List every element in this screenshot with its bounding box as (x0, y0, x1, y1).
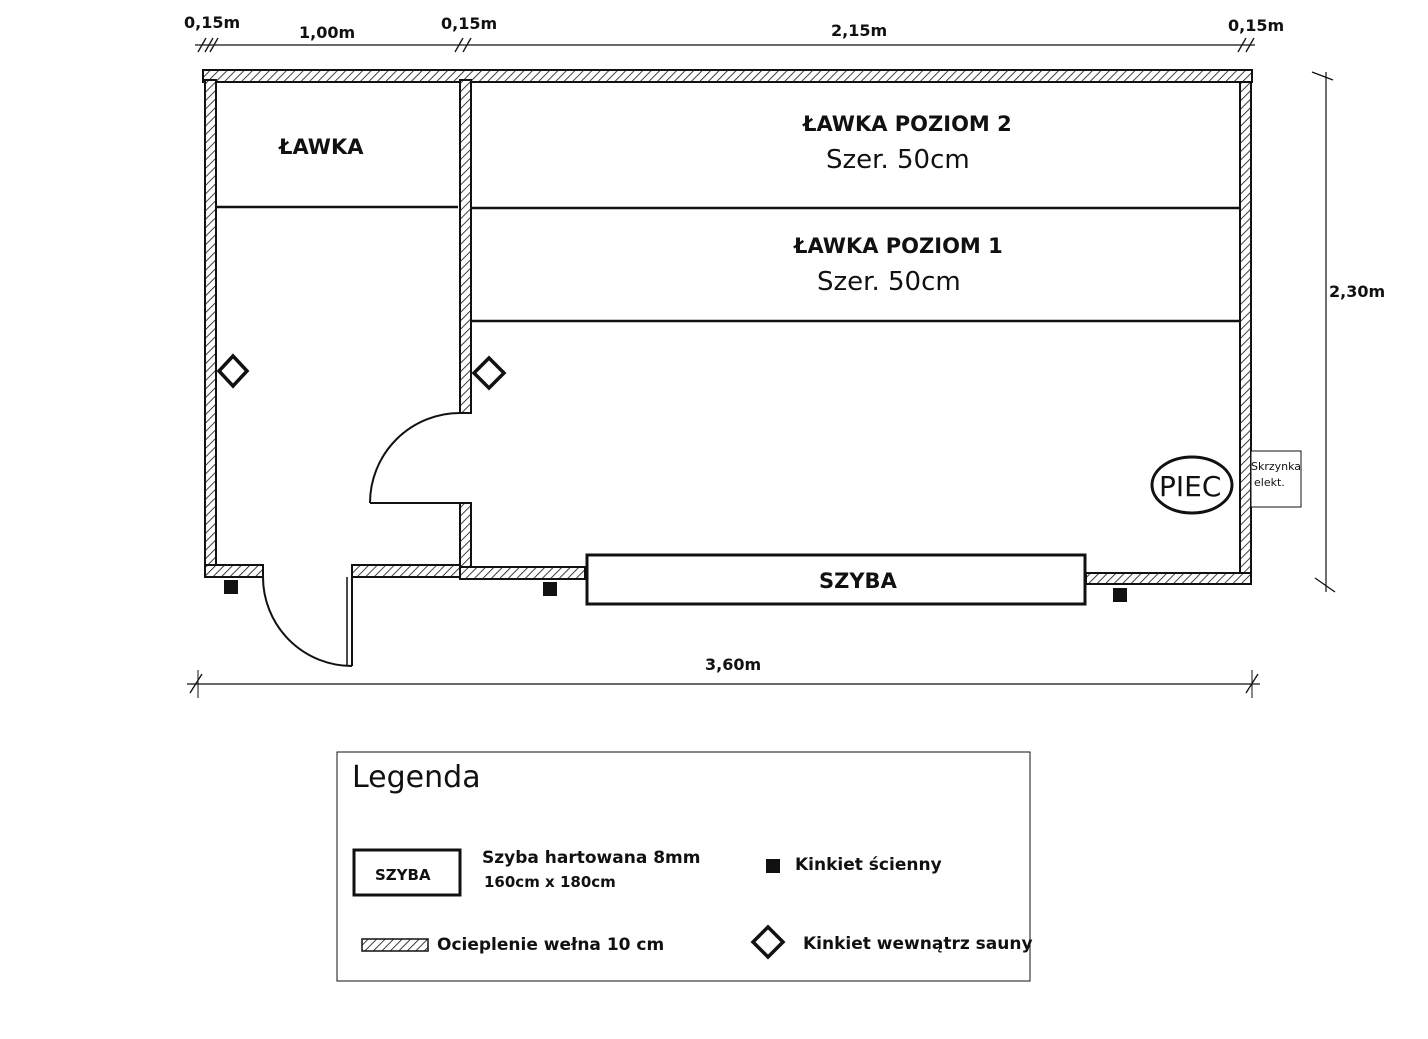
legend-insulation-label: Ocieplenie wełna 10 cm (437, 935, 664, 955)
legend-insulation-icon (361, 938, 429, 952)
electric-box: Skrzynka elekt. (1250, 450, 1302, 508)
electric-box-line2: elekt. (1254, 476, 1285, 489)
legend-title: Legenda (352, 760, 481, 795)
bench-level-2-label: ŁAWKA POZIOM 2 (802, 112, 1012, 136)
small-bench-label: ŁAWKA (278, 135, 364, 159)
bench-level-2-width: Szer. 50cm (826, 145, 970, 175)
inside-lamp-icon (216, 353, 250, 389)
sauna-door (369, 412, 461, 504)
dim-top-wall-mid: 0,15m (441, 14, 497, 33)
dim-top-big-room: 2,15m (831, 21, 887, 40)
bench-level-1-label: ŁAWKA POZIOM 1 (793, 234, 1003, 258)
glass-panel: SZYBA (585, 553, 1087, 606)
wall-lamp-icon (543, 582, 557, 596)
electric-box-line1: Skrzynka (1251, 460, 1301, 473)
glass-label: SZYBA (819, 569, 898, 593)
legend-glass-symbol (352, 848, 462, 897)
dim-height: 2,30m (1329, 282, 1385, 301)
legend-glass-desc-line2: 160cm x 180cm (484, 873, 616, 891)
right-dimension-line (1311, 71, 1336, 593)
stove-label: PIEC (1159, 470, 1221, 503)
dim-top-small-room: 1,00m (299, 23, 355, 42)
bottom-dimension-line (187, 670, 1260, 698)
outer-door (262, 576, 353, 667)
top-dimension-line (195, 37, 1255, 53)
walls (202, 69, 1253, 585)
legend-wall-lamp-icon (766, 859, 780, 873)
dim-top-wall-right: 0,15m (1228, 16, 1284, 35)
legend-inside-lamp-label: Kinkiet wewnątrz sauny (803, 934, 1033, 954)
wall-lamp-icon (1113, 588, 1127, 602)
legend-wall-lamp-label: Kinkiet ścienny (795, 855, 942, 875)
inside-lamp-icon (471, 355, 507, 391)
stove: PIEC (1150, 455, 1234, 515)
legend-inside-lamp-icon (750, 924, 786, 960)
legend-glass-symbol-label: SZYBA (375, 866, 431, 884)
wall-lamp-icon (224, 580, 238, 594)
legend-glass-desc-line1: Szyba hartowana 8mm (482, 848, 700, 868)
dim-total-width: 3,60m (705, 655, 761, 674)
legend: Legenda SZYBA Szyba hartowana 8mm 160cm … (336, 751, 1033, 982)
bench-level-1-width: Szer. 50cm (817, 267, 961, 297)
dim-top-wall-left: 0,15m (184, 13, 240, 32)
